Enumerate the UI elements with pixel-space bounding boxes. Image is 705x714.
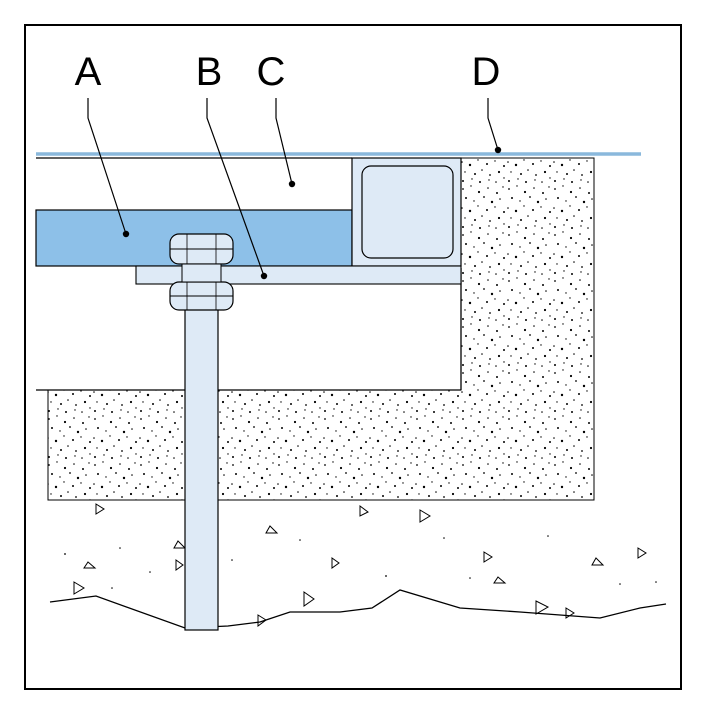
foundation-cavity — [36, 268, 461, 390]
leader-d — [487, 98, 499, 151]
leader-dot-a — [122, 230, 130, 238]
leader-dot-b — [260, 272, 268, 280]
leader-a — [87, 98, 127, 235]
leader-lines — [87, 98, 499, 277]
leader-dot-d — [494, 146, 502, 154]
lower-nut — [169, 281, 234, 311]
callout-label-c: C — [257, 50, 286, 94]
upper-nut — [169, 233, 234, 265]
callout-label-a: A — [75, 50, 102, 94]
bolt-thread-segment — [181, 263, 222, 283]
leader-dot-c — [288, 180, 296, 188]
leader-dots — [122, 146, 502, 280]
callout-label-d: D — [472, 50, 501, 94]
soil-dots — [64, 535, 657, 589]
anchor-bolt-rod — [184, 299, 219, 631]
leader-c — [275, 98, 293, 185]
hollow-section — [351, 157, 462, 267]
soil-aggregate — [73, 503, 647, 627]
leader-b — [206, 98, 265, 277]
callout-label-b: B — [196, 50, 223, 94]
